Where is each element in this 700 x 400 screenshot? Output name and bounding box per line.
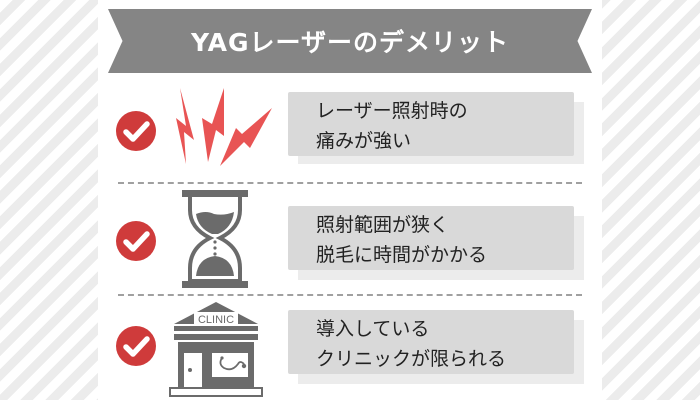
item-text-line: 照射範囲が狭く bbox=[316, 214, 450, 236]
item-text-box: 導入している クリニックが限られる bbox=[288, 310, 574, 374]
item-text-line: クリニックが限られる bbox=[316, 348, 507, 370]
clinic-building-icon: CLINIC bbox=[169, 302, 263, 397]
check-icon bbox=[116, 221, 156, 261]
banner-title: YAGレーザーのデメリット bbox=[190, 28, 510, 57]
list-item: レーザー照射時の 痛みが強い bbox=[98, 78, 602, 186]
svg-text:CLINIC: CLINIC bbox=[198, 314, 234, 326]
item-text-box: 照射範囲が狭く 脱毛に時間がかかる bbox=[288, 206, 574, 270]
list-item: CLINIC 導入している クリニックが限られる bbox=[98, 296, 602, 400]
lightning-pain-icon bbox=[176, 88, 272, 166]
item-text-line: レーザー照射時の bbox=[316, 100, 468, 122]
title-banner: YAGレーザーのデメリット bbox=[108, 9, 592, 73]
list-item: 照射範囲が狭く 脱毛に時間がかかる bbox=[98, 186, 602, 294]
item-text-line: 脱毛に時間がかかる bbox=[316, 244, 488, 266]
item-text-line: 痛みが強い bbox=[316, 130, 412, 152]
item-text-box: レーザー照射時の 痛みが強い bbox=[288, 92, 574, 156]
dashed-divider bbox=[118, 182, 582, 184]
hourglass-icon bbox=[182, 190, 248, 288]
item-text-line: 導入している bbox=[316, 318, 430, 340]
check-icon bbox=[116, 111, 156, 151]
dashed-divider bbox=[118, 294, 582, 296]
check-icon bbox=[116, 326, 156, 366]
